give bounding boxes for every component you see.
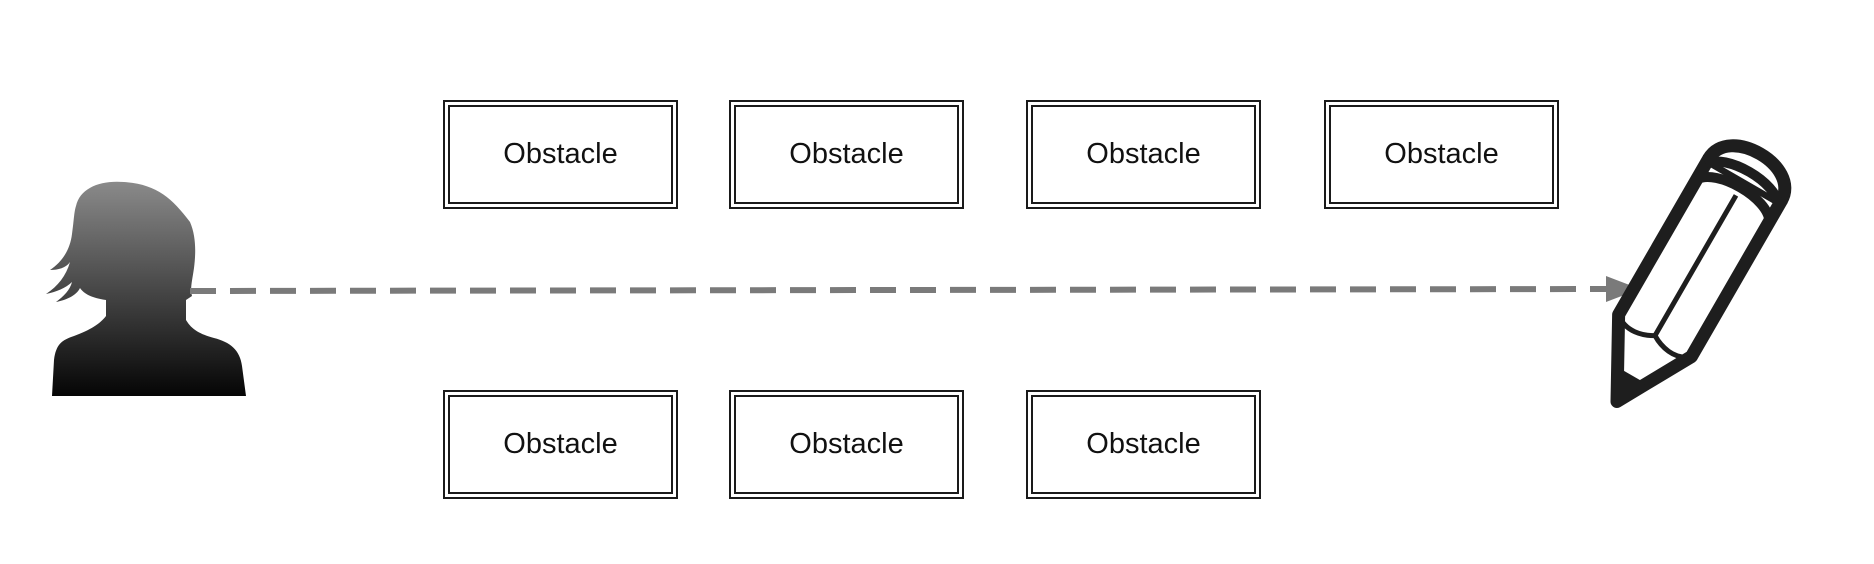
obstacle-box-top-4: Obstacle — [1324, 100, 1559, 209]
obstacle-box-bottom-1: Obstacle — [443, 390, 678, 499]
obstacle-label: Obstacle — [1086, 428, 1201, 460]
obstacle-box-bottom-2: Obstacle — [729, 390, 964, 499]
person-silhouette-icon — [46, 181, 246, 396]
obstacle-box-top-1: Obstacle — [443, 100, 678, 209]
obstacle-box-top-3: Obstacle — [1026, 100, 1261, 209]
obstacle-box-bottom-3: Obstacle — [1026, 390, 1261, 499]
obstacle-box-top-2: Obstacle — [729, 100, 964, 209]
obstacle-label: Obstacle — [1384, 138, 1499, 170]
dashed-arrow — [189, 286, 1611, 294]
obstacle-label: Obstacle — [503, 428, 618, 460]
obstacle-label: Obstacle — [1086, 138, 1201, 170]
obstacle-label: Obstacle — [789, 428, 904, 460]
arrow-head-icon — [1606, 276, 1640, 302]
obstacle-label: Obstacle — [789, 138, 904, 170]
pencil-icon — [1610, 139, 1792, 408]
obstacle-label: Obstacle — [503, 138, 618, 170]
